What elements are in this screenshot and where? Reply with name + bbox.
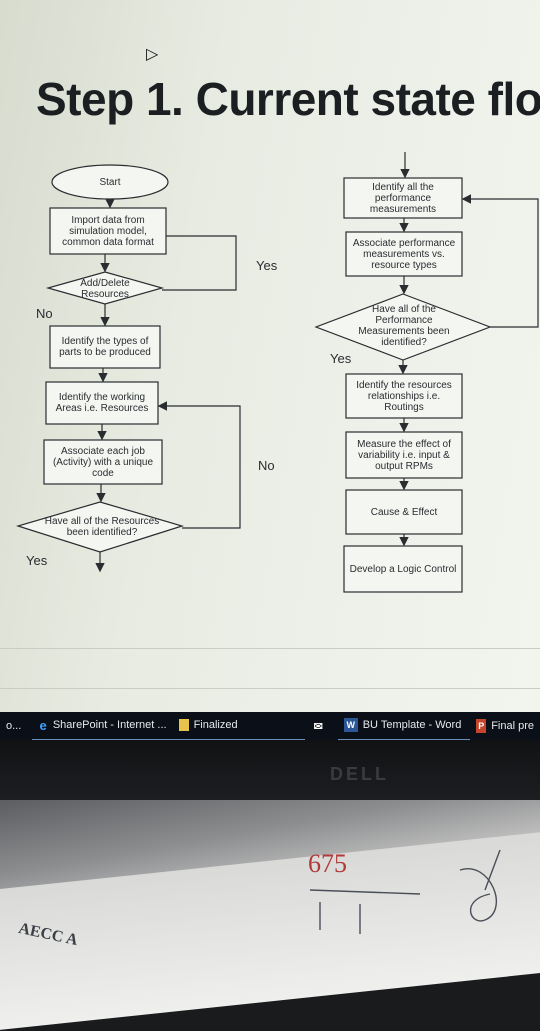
performance-decision-label: Have all of the Performance Measurements…: [358, 304, 450, 348]
mouse-cursor-icon: ▷: [146, 46, 159, 63]
associate-perf-label: Associate performance measurements vs. r…: [352, 237, 456, 271]
taskbar-item-word[interactable]: W BU Template - Word: [337, 711, 471, 741]
cause-effect-label: Cause & Effect: [370, 506, 438, 518]
word-icon: W: [343, 718, 358, 732]
identify-relationships-label: Identify the resources relationships i.e…: [356, 379, 452, 413]
taskbar-item-label: Finalized: [193, 719, 238, 731]
monitor-screen: ▷ Step 1. Current state flo: [0, 0, 540, 712]
measure-variability-box: [345, 431, 463, 479]
import-label: Import data from simulation model, commo…: [62, 214, 154, 248]
monitor-logo: DELL: [330, 764, 389, 784]
identify-parts-box: [49, 325, 161, 369]
import-box: [49, 207, 167, 255]
yes-label-perf: Yes: [330, 351, 352, 366]
measure-variability-label: Measure the effect of variability i.e. i…: [357, 438, 451, 472]
identify-areas-label: Identify the working Areas i.e. Resource…: [55, 392, 149, 414]
no-label-add: No: [36, 306, 53, 321]
handwritten-number: 675: [308, 849, 347, 878]
taskbar-item-label: o...: [6, 720, 22, 732]
taskbar-item-0[interactable]: o...: [0, 712, 32, 740]
start-label: Start: [99, 176, 121, 188]
flowchart-connectors: [15, 152, 539, 593]
yes-label-resources: Yes: [26, 553, 48, 568]
associate-job-label: Associate each job (Activity) with a uni…: [52, 445, 154, 479]
identify-relationships-box: [345, 373, 463, 419]
ie-icon: e: [39, 717, 47, 733]
add-delete-label: Add/Delete Resources: [80, 278, 130, 300]
taskbar-item-label: BU Template - Word: [362, 719, 462, 731]
identify-measurements-label: Identify all the performance measurement…: [369, 181, 437, 215]
folder-icon: [178, 719, 189, 731]
page-title: Step 1. Current state flo: [36, 73, 540, 125]
identify-parts-label: Identify the types of parts to be produc…: [59, 336, 151, 358]
yes-label-add: Yes: [256, 258, 278, 273]
taskbar-item-label: SharePoint - Internet ...: [52, 719, 167, 731]
identify-measurements-box: [343, 177, 463, 219]
no-label-resources: No: [258, 458, 275, 473]
taskbar-item-mail[interactable]: ✉: [305, 712, 337, 740]
taskbar: o... e SharePoint - Internet ... Finaliz…: [0, 711, 540, 741]
handwriting-scribble: 675: [308, 849, 501, 934]
taskbar-item-sharepoint[interactable]: e SharePoint - Internet ...: [32, 711, 173, 741]
powerpoint-icon: P: [476, 719, 487, 733]
resources-decision-label: Have all of the Resources been identifie…: [44, 516, 160, 538]
cause-effect-box: [345, 489, 463, 535]
taskbar-item-finalized[interactable]: Finalized: [172, 711, 306, 741]
taskbar-item-label: Final pre: [491, 720, 534, 732]
taskbar-item-powerpoint[interactable]: P Final pre: [470, 712, 540, 740]
logic-control-label: Develop a Logic Control: [349, 563, 457, 575]
associate-job-box: [43, 439, 163, 485]
logic-control-box: [343, 545, 463, 593]
monitor-bezel: [0, 740, 540, 800]
mail-icon: ✉: [313, 720, 323, 733]
